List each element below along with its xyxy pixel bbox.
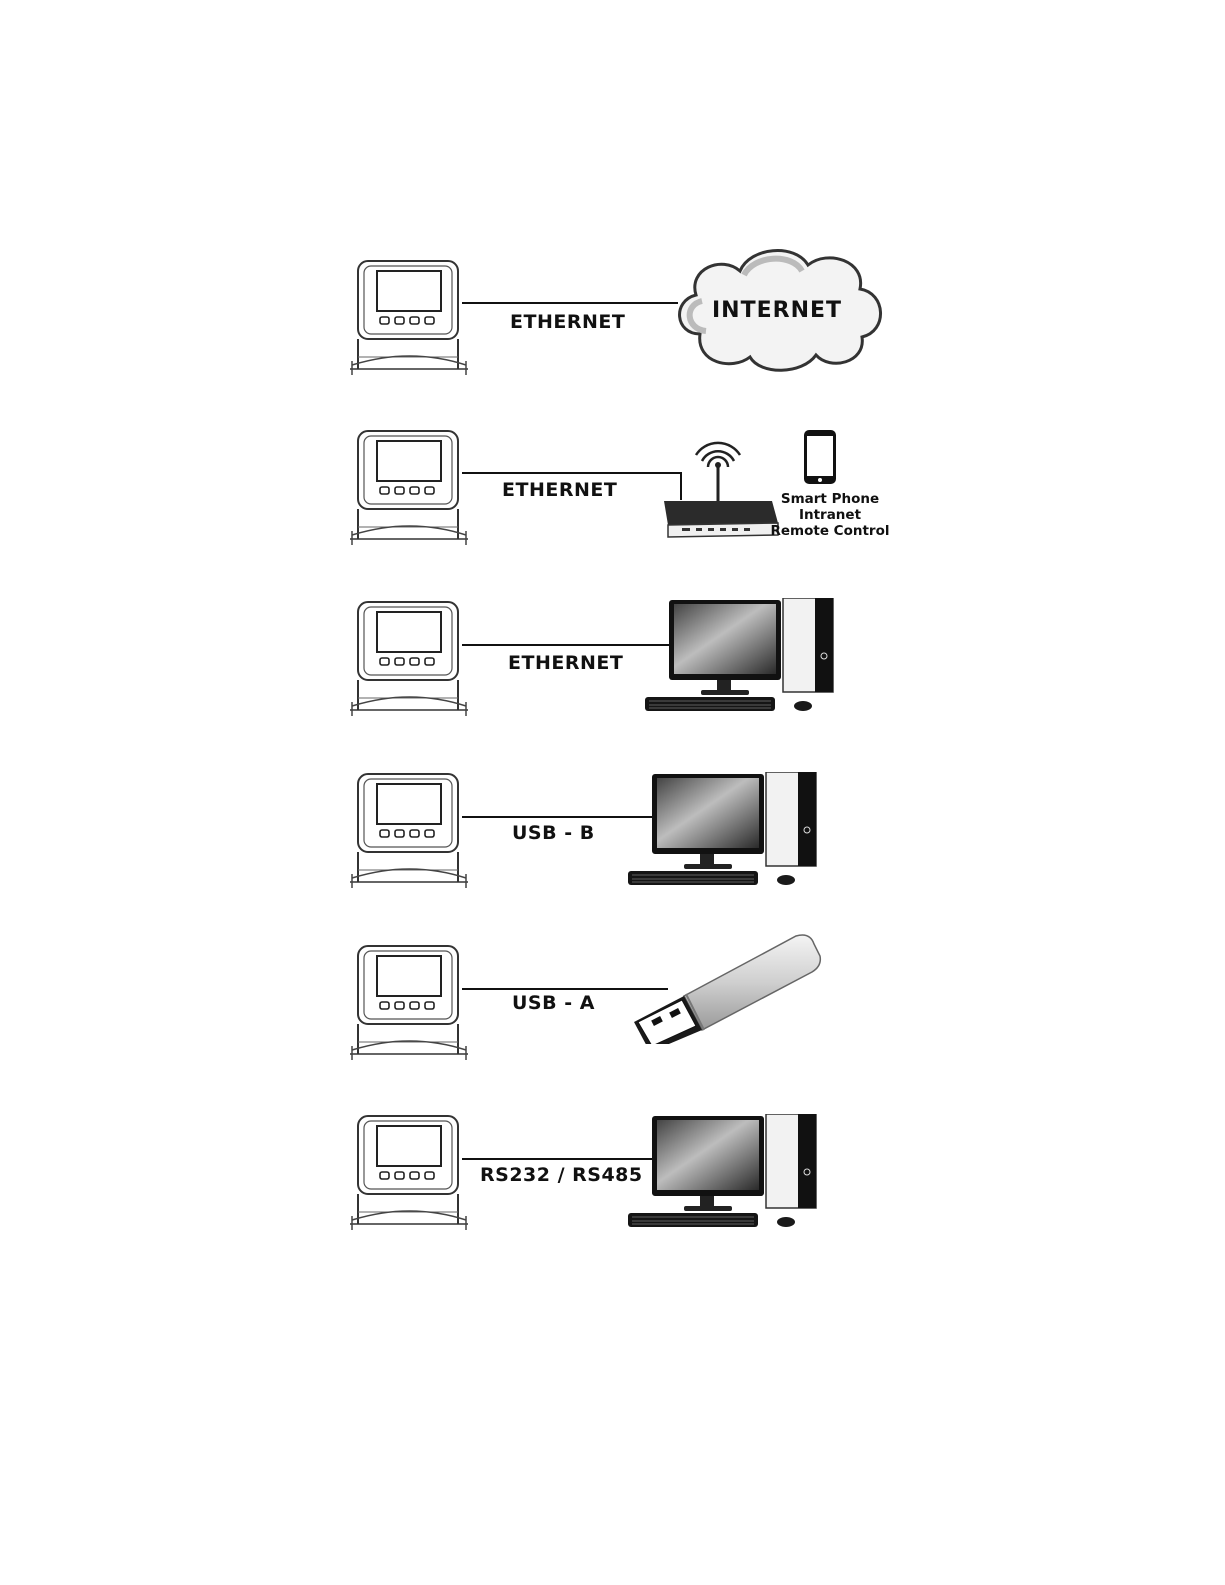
caption-line: Intranet (765, 507, 895, 523)
connection-row-internet: ETHERNET INTERNET (340, 257, 900, 407)
caption-line: Smart Phone (765, 491, 895, 507)
connection-label: ETHERNET (510, 311, 625, 333)
connection-label: ETHERNET (508, 652, 623, 674)
ethernet-cable (462, 302, 678, 304)
controller-device-icon (350, 257, 470, 397)
controller-device-icon (350, 1112, 470, 1252)
phone-caption: Smart Phone Intranet Remote Control (765, 491, 895, 539)
connection-row-usb-a: USB - A (340, 942, 900, 1092)
router-icon (662, 439, 782, 543)
connection-label: USB - A (512, 992, 595, 1014)
usb-flash-drive-icon (624, 934, 824, 1044)
smartphone-icon (803, 429, 837, 485)
controller-device-icon (350, 770, 470, 910)
controller-device-icon (350, 427, 470, 567)
desktop-computer-icon (628, 1114, 828, 1234)
controller-device-icon (350, 598, 470, 738)
caption-line: Remote Control (765, 523, 895, 539)
ethernet-cable (462, 644, 674, 646)
connection-row-usb-b: USB - B (340, 770, 900, 920)
connection-row-serial: RS232 / RS485 (340, 1112, 900, 1262)
connection-label: USB - B (512, 822, 595, 844)
controller-device-icon (350, 942, 470, 1082)
connection-label: ETHERNET (502, 479, 617, 501)
desktop-computer-icon (628, 772, 828, 892)
connection-label: RS232 / RS485 (480, 1164, 643, 1186)
desktop-computer-icon (645, 598, 845, 718)
internet-label: INTERNET (712, 298, 842, 323)
ethernet-cable (462, 472, 682, 474)
connection-row-ethernet-pc: ETHERNET (340, 598, 900, 748)
connection-row-router: ETHERNET Smart Phone Intranet Remote Con… (340, 427, 900, 577)
